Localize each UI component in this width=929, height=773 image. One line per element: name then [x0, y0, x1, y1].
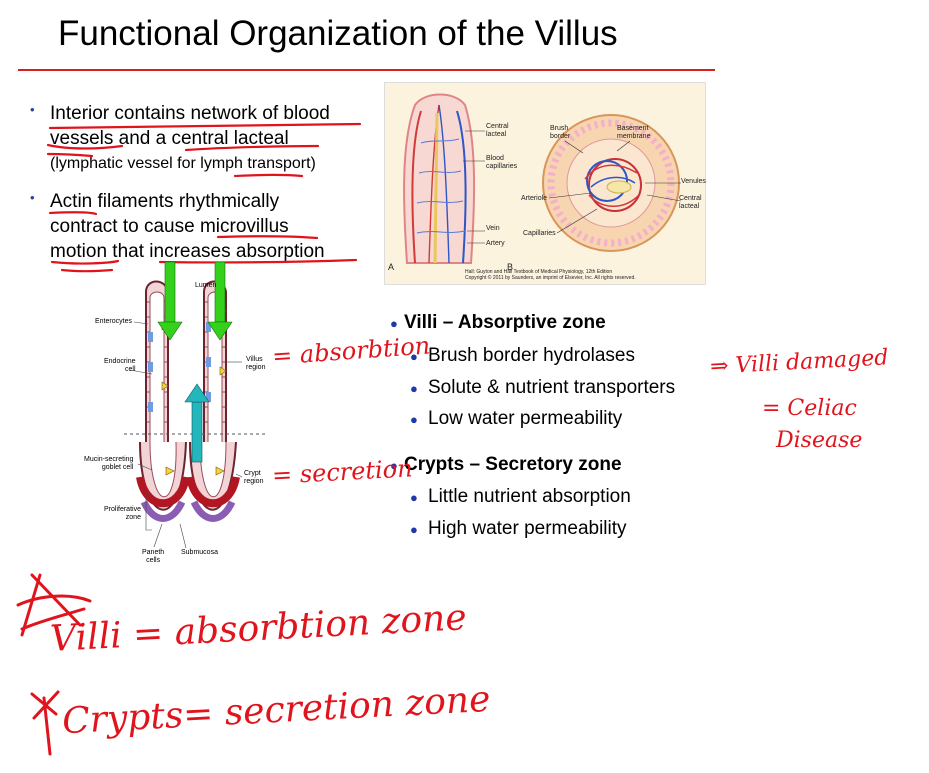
- bullet-dot: ●: [390, 458, 398, 473]
- bullet-2-line-1: Actin filaments rhythmically: [50, 191, 280, 212]
- star-doodle-icon: [16, 573, 92, 637]
- label-proliferative-zone: Proliferative zone: [104, 506, 141, 521]
- section-villi-heading: ● Villi – Absorptive zone: [390, 312, 606, 334]
- label-panel-b: B: [507, 262, 514, 272]
- villi-item-1-text: Brush border hydrolases: [428, 345, 635, 366]
- villus-crypt-diagram: [124, 262, 268, 549]
- villi-item-2-text: Solute & nutrient transporters: [428, 377, 676, 398]
- villi-item-2: ● Solute & nutrient transporters: [410, 377, 676, 399]
- label-brush-border: Brush border: [550, 125, 571, 140]
- label-credit-1: Hall: Guyton and Hall Textbook of Medica…: [465, 269, 613, 275]
- label-credit-2: Copyright © 2011 by Saunders, an imprint…: [465, 275, 636, 281]
- annotation-villi-damaged-3: Disease: [776, 428, 863, 453]
- bullet-1-line-3: (lymphatic vessel for lymph transport): [50, 155, 316, 172]
- bullet-2-line-2: contract to cause microvillus: [50, 216, 289, 237]
- section-crypts-heading: ● Crypts – Secretory zone: [390, 454, 622, 476]
- label-blood-capillaries: Blood capillaries: [486, 155, 518, 170]
- bullet-dot: ●: [410, 490, 418, 505]
- bullet-dot: ●: [410, 349, 418, 364]
- annotation-villi-damaged-2: = Celiac: [762, 396, 857, 421]
- bullet-dot: ●: [410, 381, 418, 396]
- label-crypt-region: Crypt region: [244, 470, 264, 485]
- label-arteriole: Arteriole: [521, 195, 548, 202]
- label-panel-a: A: [388, 262, 395, 272]
- label-endocrine-cell: Endocrine cell: [104, 358, 136, 373]
- label-mucin-goblet: Mucin-secreting goblet cell: [84, 456, 134, 471]
- label-paneth-cells: Paneth cells: [142, 549, 165, 564]
- crypts-item-1-text: Little nutrient absorption: [428, 486, 631, 507]
- section-villi-title: Villi – Absorptive zone: [404, 312, 606, 333]
- villi-item-3-text: Low water permeability: [428, 408, 623, 429]
- title-rule: [18, 69, 715, 71]
- bullet-block-2: • Actin filaments rhythmically contract …: [30, 189, 325, 264]
- crypts-item-1: ● Little nutrient absorption: [410, 486, 631, 508]
- label-villus-region: Villus region: [246, 356, 266, 371]
- label-vein: Vein: [486, 225, 500, 232]
- asterisk-doodle-icon: [30, 690, 60, 756]
- villi-item-1: ● Brush border hydrolases: [410, 345, 635, 367]
- bullet-dot: •: [30, 102, 35, 117]
- villus-illustration: [403, 93, 682, 264]
- crypts-item-2: ● High water permeability: [410, 518, 627, 540]
- label-artery: Artery: [486, 240, 505, 247]
- label-central-lacteal: Central lacteal: [486, 123, 509, 138]
- bullet-dot: •: [30, 190, 35, 205]
- villi-item-3: ● Low water permeability: [410, 408, 623, 430]
- bullet-1-line-1: Interior contains network of blood: [50, 103, 330, 124]
- label-basement-membrane: Basement membrane: [617, 125, 651, 140]
- bullet-dot: ●: [390, 316, 398, 331]
- bullet-dot: ●: [410, 522, 418, 537]
- label-central-lacteal-b: Central lacteal: [679, 195, 702, 210]
- label-lumen: Lumen: [195, 282, 217, 289]
- crypts-item-2-text: High water permeability: [428, 518, 627, 539]
- villus-cross-section-figure: Central lacteal Blood capillaries Vein A…: [384, 82, 706, 285]
- section-crypts-title: Crypts – Secretory zone: [404, 454, 622, 475]
- label-venules: Venules: [681, 178, 706, 185]
- slide-title: Functional Organization of the Villus: [58, 14, 618, 53]
- label-submucosa: Submucosa: [181, 549, 218, 556]
- bullet-2-line-3: motion that increases absorption: [50, 241, 325, 262]
- bullet-1-line-2: vessels and a central lacteal: [50, 128, 289, 149]
- bullet-dot: ●: [410, 412, 418, 427]
- label-capillaries: Capillaries: [523, 230, 556, 237]
- label-enterocytes: Enterocytes: [95, 318, 132, 325]
- bullet-block-1: • Interior contains network of blood ves…: [30, 101, 330, 176]
